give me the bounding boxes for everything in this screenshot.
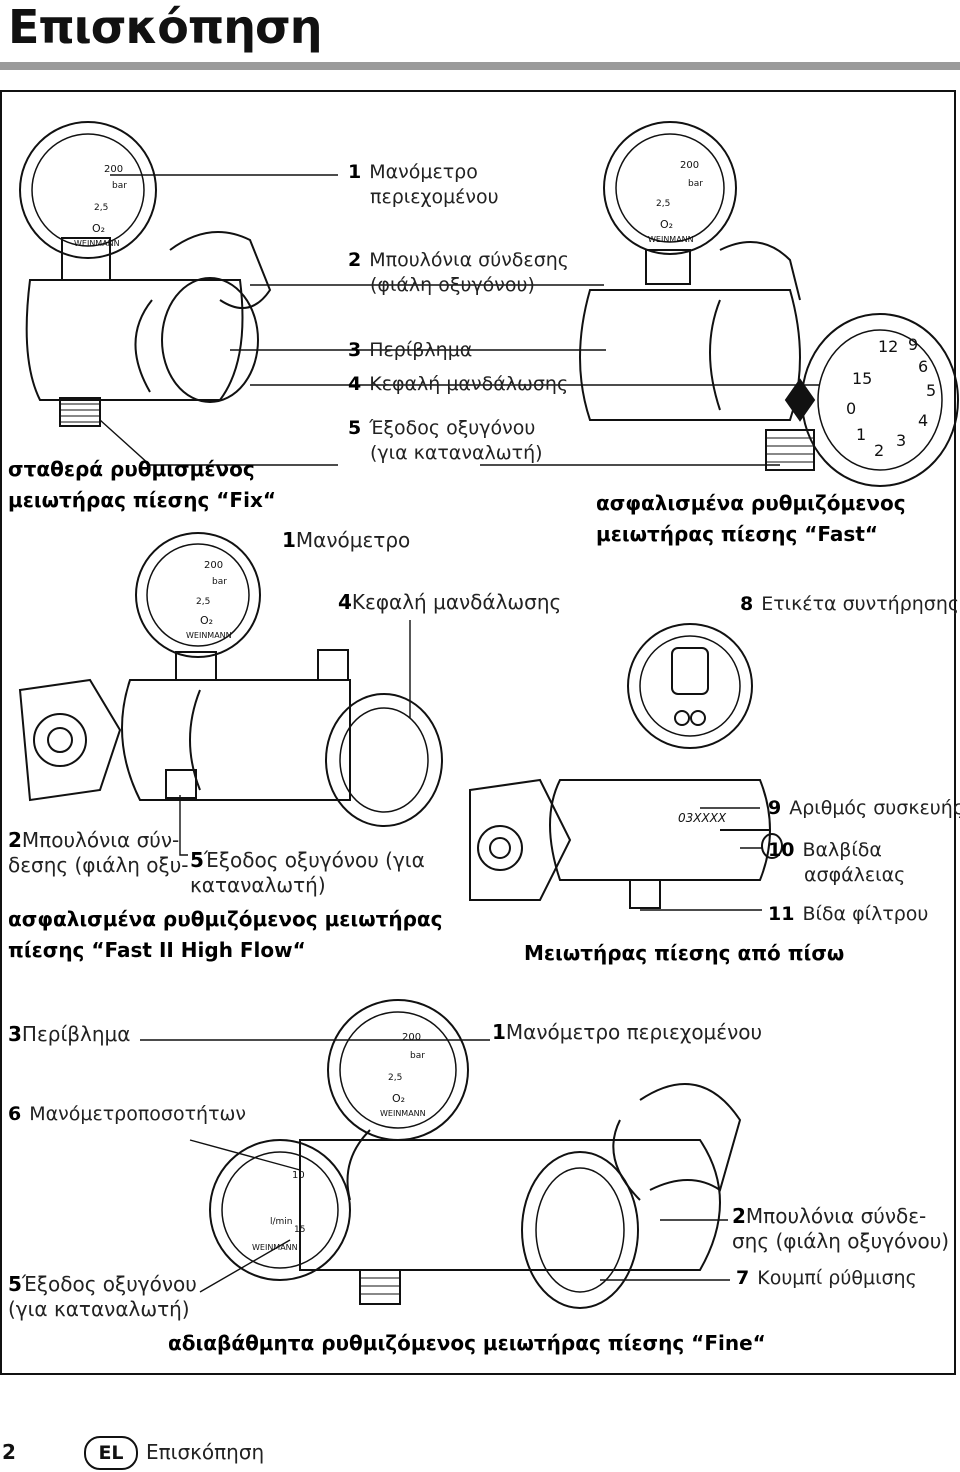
flow-unit-mark: l/min [270,1217,293,1227]
leader-lines [99,174,820,1293]
gauge-unit-mark: bar [112,181,127,191]
gauge-max-mark: 200 [204,560,223,571]
gas-mark: O₂ [92,222,105,235]
language-badge: EL [84,1436,138,1470]
dial-number-mark: 15 [852,369,872,388]
gauge-range-mark: 2,5 [196,597,210,607]
flow-max-mark: 10 [292,1170,305,1181]
label-1-content-gauge-bottom: 1Μανόμετρο περιεχομένου [492,1020,763,1044]
label-4-locking-head-mid: 4Κεφαλή μανδάλωσης [338,590,562,614]
device-fast2-illustration [18,532,443,827]
gauge-max-mark: 200 [104,164,123,175]
page-number: 2 [2,1440,16,1464]
gauge-range-mark: 2,5 [656,199,670,209]
device-back-illustration [469,623,783,909]
serial-number-mark: 03XXXX [678,811,727,825]
dial-number-mark: 5 [926,381,936,400]
gauge-unit-mark: bar [212,577,227,587]
label-2-connection-bolt-bottom: 2Μπουλόνια σύνδε- σης (φιάλη οξυγόνου) [732,1204,950,1253]
dial-number-mark: 4 [918,411,928,430]
gas-mark: O₂ [660,218,673,231]
gauge-unit-mark: bar [688,179,703,189]
title-rule [0,62,960,70]
dial-number-mark: 0 [846,399,856,418]
label-1-gauge-mid: 1Μανόμετρο [282,528,411,552]
device-fix-illustration [19,121,272,427]
figure-frame [0,90,956,1375]
brand-mark: WEINMANN [186,631,232,640]
gauge-max-mark: 200 [402,1032,421,1043]
dial-number-mark: 2 [874,441,884,460]
label-2-connection-bolt-mid: 2Μπουλόνια σύν- δεσης (φιάλη οξυ- [8,828,189,877]
label-5-oxygen-outlet-mid: 5Έξοδος οξυγόνου (για καταναλωτή) [190,848,425,897]
page-title: Επισκόπηση [8,0,323,54]
flow-mid-mark: 15 [294,1225,305,1235]
gauge-range-mark: 2,5 [94,203,108,213]
gauge-unit-mark: bar [410,1051,425,1061]
caption-back-view: Μειωτήρας πίεσης από πίσω [524,941,845,965]
dial-number-mark: 9 [908,335,918,354]
device-fast-illustration [579,121,959,487]
brand-mark: WEINMANN [648,235,694,244]
gauge-range-mark: 2,5 [388,1073,402,1083]
gauge-max-mark: 200 [680,160,699,171]
gas-mark: O₂ [392,1092,405,1105]
label-3-housing-bottom: 3Περίβλημα [8,1022,131,1046]
brand-mark: WEINMANN [74,239,120,248]
device-fine-illustration [209,999,742,1309]
label-5-oxygen-outlet-bottom: 5Έξοδος οξυγόνου (για καταναλωτή) [8,1272,197,1321]
dial-number-mark: 6 [918,357,928,376]
brand-mark: WEINMANN [252,1243,298,1252]
brand-mark: WEINMANN [380,1109,426,1118]
dial-number-mark: 12 [878,337,898,356]
caption-fine: αδιαβάθμητα ρυθμιζόμενος μειωτήρας πίεση… [168,1331,766,1355]
footer-section-title: Επισκόπηση [146,1440,265,1464]
gas-mark: O₂ [200,614,213,627]
dial-number-mark: 1 [856,425,866,444]
dial-number-mark: 3 [896,431,906,450]
